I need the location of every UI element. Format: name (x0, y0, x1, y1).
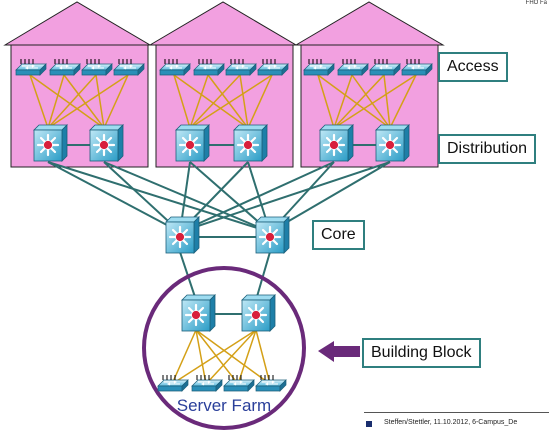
workgroup-switch-icon (255, 374, 287, 392)
building-block-circle (142, 266, 306, 430)
building-1 (3, 1, 152, 168)
multilayer-switch-icon (164, 215, 201, 255)
multilayer-switch-icon (240, 293, 277, 333)
multilayer-switch-icon (174, 123, 211, 163)
workgroup-switch-icon (223, 374, 255, 392)
footer-text: Steffen/Stettler, 11.10.2012, 6-Campus_D… (384, 419, 518, 426)
distribution-core-links (47, 161, 391, 238)
footer-divider (364, 412, 549, 413)
access-links (29, 74, 417, 129)
distribution-label: Distribution (438, 134, 537, 164)
building-2 (148, 1, 298, 168)
arrow-left-icon (318, 341, 360, 362)
footer-bullet (366, 421, 372, 427)
workgroup-switch-icon (191, 374, 223, 392)
multilayer-switch-icon (374, 123, 411, 163)
corner-text: FHO Fa (525, 0, 547, 6)
access-label: Access (438, 52, 508, 82)
core-switches (164, 215, 291, 255)
multilayer-switch-icon (32, 123, 69, 163)
multilayer-switch-icon (232, 123, 269, 163)
building-block-label: Building Block (362, 338, 481, 368)
building-3 (294, 1, 445, 168)
multilayer-switch-icon (318, 123, 355, 163)
core-label: Core (312, 220, 365, 250)
server-farm-label: Server Farm (177, 396, 271, 415)
multilayer-switch-icon (180, 293, 217, 333)
multilayer-switch-icon (254, 215, 291, 255)
serverfarm-access-switches (157, 374, 287, 392)
serverfarm-access-links (171, 329, 271, 385)
multilayer-switch-icon (88, 123, 125, 163)
